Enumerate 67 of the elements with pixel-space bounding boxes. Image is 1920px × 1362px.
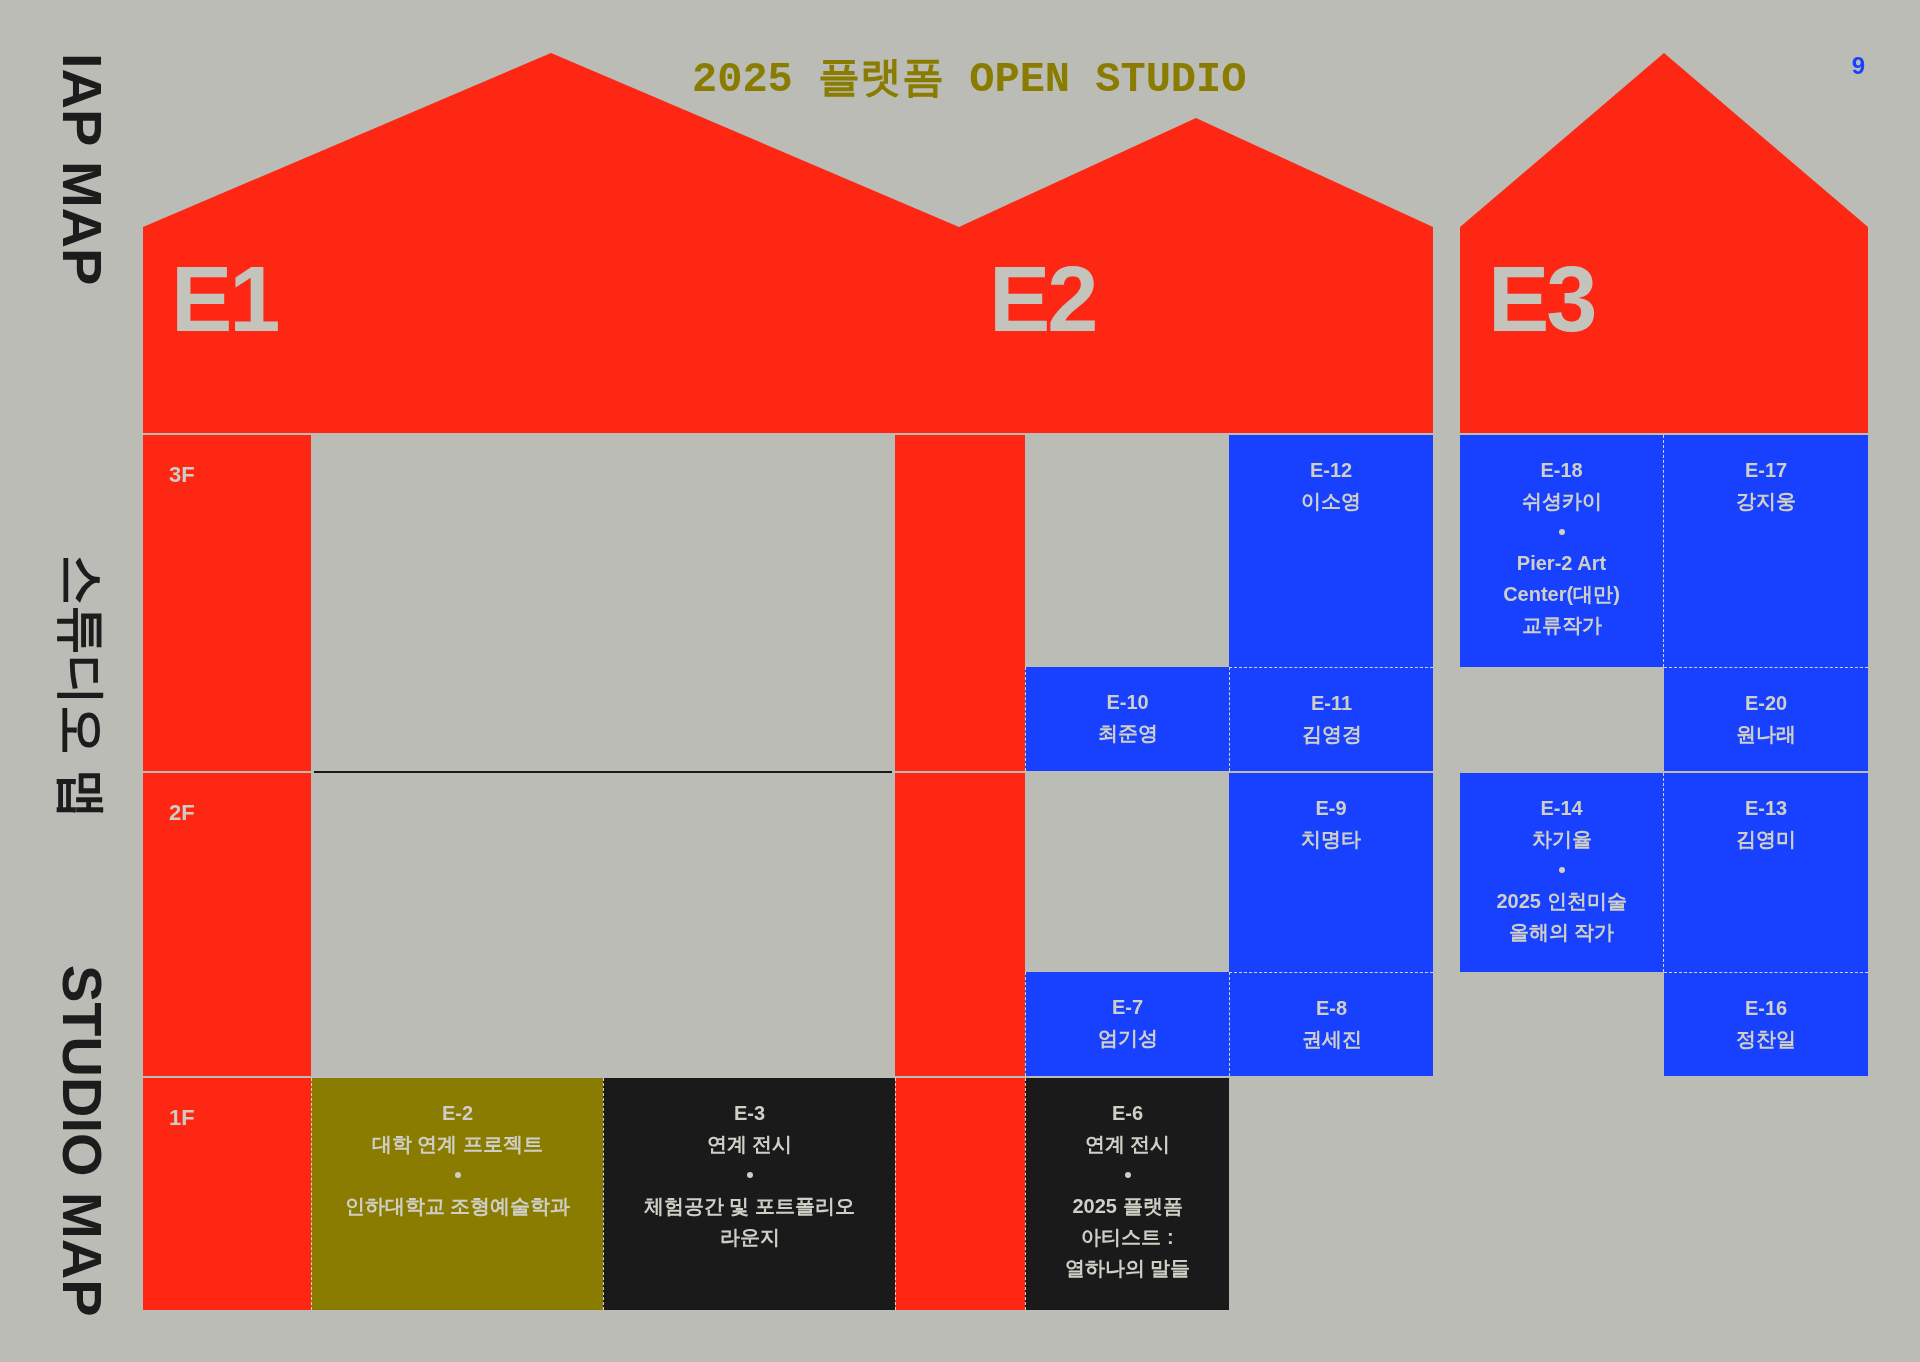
room-description: 2025 플랫폼 아티스트 : 열하나의 말들 <box>1063 1194 1192 1281</box>
room-block <box>1229 773 1433 972</box>
building-name: E3 <box>1488 253 1595 345</box>
room-name: 권세진 <box>1301 1027 1362 1052</box>
room-name: 연계 전시 <box>706 1132 793 1157</box>
room-number: E-13 <box>1744 796 1788 821</box>
room-number: E-20 <box>1744 691 1788 716</box>
room-name: 엄기성 <box>1097 1026 1158 1051</box>
room-name: 이소영 <box>1301 489 1361 514</box>
room-number: E-17 <box>1744 458 1788 483</box>
side-heading: 스튜디오 맵 <box>57 555 107 819</box>
room-block <box>1460 435 1664 667</box>
room-number: E-14 <box>1540 796 1583 821</box>
building-name: E2 <box>989 253 1096 345</box>
floor-block <box>895 435 1025 771</box>
room-block <box>1664 667 1868 771</box>
room-description: Pier-2 Art Center(대만) 교류작가 <box>1502 551 1621 638</box>
room-number: E-6 <box>1111 1101 1144 1126</box>
room-block <box>1229 667 1433 771</box>
room-block <box>311 1078 603 1310</box>
room-block <box>1025 972 1229 1076</box>
room-description: 인하대학교 조형예술학과 <box>344 1194 571 1219</box>
floor-block <box>143 1078 311 1310</box>
room-number: E-2 <box>441 1101 474 1126</box>
floor-block <box>143 773 311 1076</box>
room-block <box>603 1078 895 1310</box>
floor-label: 3F <box>169 464 195 486</box>
room-number: E-11 <box>1310 691 1353 716</box>
room-number: E-16 <box>1744 996 1788 1021</box>
room-block <box>1664 435 1868 667</box>
room-block <box>1025 1078 1229 1310</box>
floor-label: 2F <box>169 802 195 824</box>
room-number: E-9 <box>1315 796 1347 821</box>
side-heading: IAP MAP <box>54 53 110 286</box>
room-name: 김영미 <box>1736 827 1796 852</box>
floor-block <box>143 435 311 771</box>
room-name: 원나래 <box>1736 722 1796 747</box>
room-number: E-10 <box>1106 690 1149 715</box>
floor-block <box>895 773 1025 1076</box>
page-title: 2025 플랫폼 OPEN STUDIO <box>692 56 1247 104</box>
side-heading: STUDIO MAP <box>54 965 110 1317</box>
room-name: 대학 연계 프로젝트 <box>371 1132 544 1157</box>
room-block <box>1229 972 1433 1076</box>
room-description: 2025 인천미술 올해의 작가 <box>1495 889 1628 945</box>
room-block <box>1025 667 1229 771</box>
floor-label: 1F <box>169 1107 195 1129</box>
room-block <box>1460 773 1664 972</box>
room-name: 쉬셩카이 <box>1521 489 1602 514</box>
room-name: 정찬일 <box>1736 1027 1796 1052</box>
room-number: E-12 <box>1309 458 1353 483</box>
room-number: E-3 <box>733 1101 766 1126</box>
room-description: 체험공간 및 포트폴리오 라운지 <box>642 1194 857 1250</box>
building-name: E1 <box>171 253 278 345</box>
page-number: 9 <box>1851 54 1866 78</box>
room-block <box>1664 972 1868 1076</box>
room-name: 치명타 <box>1301 827 1361 852</box>
room-block <box>1664 773 1868 972</box>
room-block <box>1229 435 1433 667</box>
room-name: 김영경 <box>1301 722 1362 747</box>
room-name: 최준영 <box>1097 721 1158 746</box>
room-name: 강지웅 <box>1736 489 1796 514</box>
floor-block <box>895 1078 1025 1310</box>
room-number: E-8 <box>1315 996 1348 1021</box>
room-number: E-18 <box>1540 458 1583 483</box>
room-name: 차기율 <box>1531 827 1592 852</box>
room-name: 연계 전시 <box>1084 1132 1171 1157</box>
room-number: E-7 <box>1111 995 1144 1020</box>
